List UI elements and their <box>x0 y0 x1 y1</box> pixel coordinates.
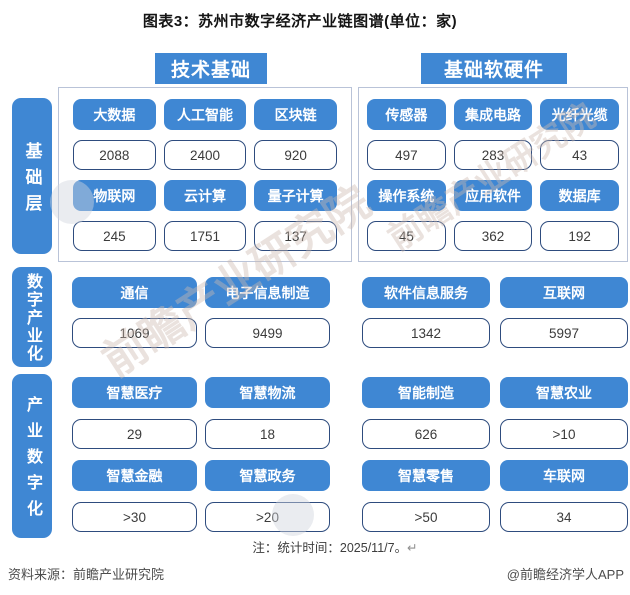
chain-node-button: 区块链 <box>254 99 337 130</box>
chain-node-button: 智慧政务 <box>205 460 330 491</box>
chain-node-button: 智慧医疗 <box>72 377 197 408</box>
chain-node-button: 智慧物流 <box>205 377 330 408</box>
group-foundation-tech: 大数据 人工智能 区块链 2088 2400 920 物联网 云计算 量子计算 … <box>58 87 352 262</box>
chain-node-button: 大数据 <box>73 99 156 130</box>
node-count-box: 34 <box>500 502 628 532</box>
chain-node-button: 应用软件 <box>453 180 533 211</box>
chain-node-button: 物联网 <box>73 180 156 211</box>
section-header-basic-software-hardware: 基础软硬件 <box>421 53 567 84</box>
layer-label-text: 基础层 <box>22 141 42 220</box>
node-count-box: 18 <box>205 419 330 449</box>
chain-node-button: 云计算 <box>163 180 247 211</box>
group-basic-software-hardware: 传感器 集成电路 光纤光缆 497 283 43 操作系统 应用软件 数据库 4… <box>358 87 628 262</box>
brand-credit-text: @前瞻经济学人APP <box>506 567 624 582</box>
group-digital-industrialization-right: 软件信息服务 互联网 1342 5997 <box>362 277 628 348</box>
chain-node-button: 互联网 <box>500 277 628 308</box>
node-count-box: >50 <box>362 502 490 532</box>
node-count-box: 2400 <box>163 140 247 170</box>
chain-node-button: 量子计算 <box>254 180 337 211</box>
group-digital-industrialization-left: 通信 电子信息制造 1069 9499 <box>72 277 330 348</box>
node-count-box: 5997 <box>500 318 628 348</box>
chain-node-button: 智能制造 <box>362 377 490 408</box>
chain-node-button: 人工智能 <box>163 99 247 130</box>
node-count-box: 626 <box>362 419 490 449</box>
group-industry-digitalization-right: 智能制造 智慧农业 626 >10 智慧零售 车联网 >50 34 <box>362 377 628 532</box>
node-count-box: 245 <box>73 221 156 251</box>
chain-node-button: 光纤光缆 <box>540 99 619 130</box>
chain-node-button: 智慧农业 <box>500 377 628 408</box>
chain-node-button: 智慧金融 <box>72 460 197 491</box>
node-count-box: 283 <box>453 140 533 170</box>
chain-node-button: 电子信息制造 <box>205 277 330 308</box>
layer-label-foundation: 基础层 <box>12 98 52 254</box>
layer-label-industry-digitalization: 产业数字化 <box>12 374 52 538</box>
node-count-box: 45 <box>367 221 446 251</box>
node-count-box: 1342 <box>362 318 490 348</box>
node-count-box: 43 <box>540 140 619 170</box>
node-count-box: >10 <box>500 419 628 449</box>
chain-node-button: 传感器 <box>367 99 446 130</box>
section-header-tech-foundation: 技术基础 <box>155 53 267 84</box>
chain-node-button: 集成电路 <box>453 99 533 130</box>
node-count-box: 29 <box>72 419 197 449</box>
node-count-box: 2088 <box>73 140 156 170</box>
chart-title: 图表3：苏州市数字经济产业链图谱(单位：家) <box>142 13 458 30</box>
node-count-box: 137 <box>254 221 337 251</box>
node-count-box: >30 <box>72 502 197 532</box>
chain-node-button: 软件信息服务 <box>362 277 490 308</box>
layer-label-text: 产业数字化 <box>24 396 41 526</box>
chain-node-button: 通信 <box>72 277 197 308</box>
layer-label-digital-industrialization: 数字产业化 <box>12 267 52 367</box>
group-industry-digitalization-left: 智慧医疗 智慧物流 29 18 智慧金融 智慧政务 >30 >20 <box>72 377 330 532</box>
chain-node-button: 智慧零售 <box>362 460 490 491</box>
node-count-box: 362 <box>453 221 533 251</box>
layer-label-text: 数字产业化 <box>24 273 41 363</box>
note-text: 注：统计时间：2025/11/7。 <box>252 541 408 555</box>
data-source-text: 资料来源：前瞻产业研究院 <box>8 567 165 582</box>
chain-node-button: 车联网 <box>500 460 628 491</box>
chain-node-button: 操作系统 <box>367 180 446 211</box>
node-count-box: >20 <box>205 502 330 532</box>
node-count-box: 9499 <box>205 318 330 348</box>
node-count-box: 192 <box>540 221 619 251</box>
return-mark: ↵ <box>407 541 418 555</box>
statistics-note: 注：统计时间：2025/11/7。↵ <box>40 537 630 556</box>
node-count-box: 1069 <box>72 318 197 348</box>
node-count-box: 920 <box>254 140 337 170</box>
node-count-box: 1751 <box>163 221 247 251</box>
node-count-box: 497 <box>367 140 446 170</box>
chain-node-button: 数据库 <box>540 180 619 211</box>
